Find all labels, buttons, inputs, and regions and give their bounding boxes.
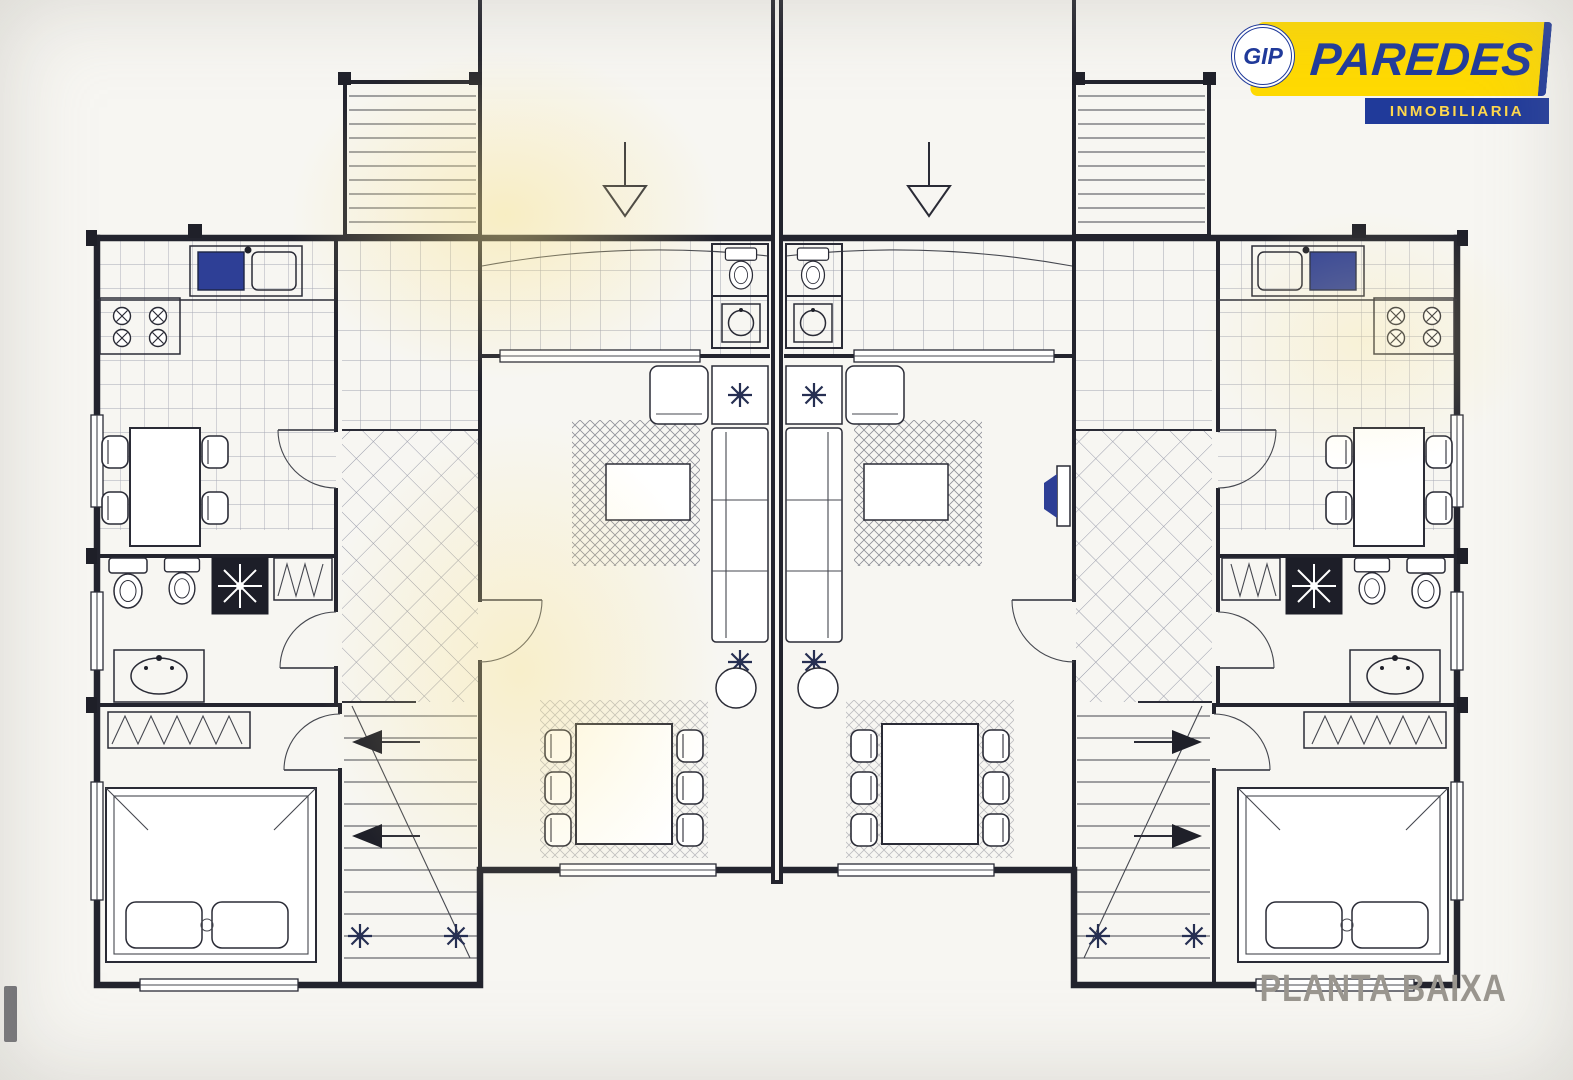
chair-icon (676, 771, 704, 805)
monogram-text: GIP (1243, 42, 1283, 69)
round-table-icon (715, 667, 757, 709)
scan-blot (4, 986, 17, 1042)
dining-table-icon (575, 723, 673, 845)
armchair-icon (649, 365, 709, 425)
sofa-icon (711, 427, 769, 643)
coffee-table-icon (605, 463, 691, 521)
hall-tiles (342, 430, 478, 702)
chair-icon (201, 491, 229, 525)
stove-burner-icon (148, 328, 168, 348)
living-room (544, 365, 769, 847)
logo-background: PAREDES (1249, 22, 1553, 96)
door-arc-icon (277, 429, 543, 771)
bidet-icon (163, 557, 201, 605)
plant-icon (346, 922, 374, 950)
plant-icon (726, 381, 754, 409)
chair-icon (676, 813, 704, 847)
kitchen (97, 245, 336, 547)
bathroom (108, 557, 333, 703)
terrace-tile-grid (338, 238, 768, 356)
kitchen-sink-icon (189, 245, 303, 297)
stove-burner-icon (148, 306, 168, 326)
chair-icon (201, 435, 229, 469)
wardrobe-icon (107, 711, 251, 749)
brand-tagline: INMOBILIARIA (1365, 98, 1549, 124)
bedroom (105, 711, 317, 963)
toilet-icon (108, 557, 148, 609)
stove-icon (99, 297, 181, 355)
interior-stair-icon (344, 705, 477, 959)
gip-monogram-icon: GIP (1231, 24, 1295, 88)
chair-icon (544, 729, 572, 763)
stove-burner-icon (112, 306, 132, 326)
paredes-logo: PAREDES GIP INMOBILIARIA (1231, 22, 1553, 124)
dwelling-unit-right (786, 0, 1468, 991)
dwelling-unit-left (86, 0, 772, 992)
exterior-stair-icon (338, 72, 482, 238)
stair-direction-arrow (352, 824, 382, 848)
kitchen-table-icon (129, 427, 201, 547)
chair-icon (676, 729, 704, 763)
stove-burner-icon (112, 328, 132, 348)
window-icon (90, 349, 717, 992)
party-wall (771, 0, 783, 884)
chair-icon (544, 813, 572, 847)
tv-icon (1044, 465, 1071, 527)
stair-direction-arrow (352, 730, 382, 754)
chair-icon (544, 771, 572, 805)
chair-icon (101, 435, 129, 469)
plant-icon (442, 922, 470, 950)
plan-caption: PLANTA BAIXA (1259, 968, 1507, 1010)
shower-icon (211, 557, 269, 615)
brand-name: PAREDES (1308, 33, 1536, 85)
double-bed-icon (105, 787, 317, 963)
entrance-arrow-icon (602, 142, 648, 218)
towel-rack-icon (273, 557, 333, 601)
vanity-icon (113, 649, 205, 703)
wc-icon (711, 243, 769, 349)
chair-icon (101, 491, 129, 525)
vestibule-tiles (342, 356, 478, 430)
